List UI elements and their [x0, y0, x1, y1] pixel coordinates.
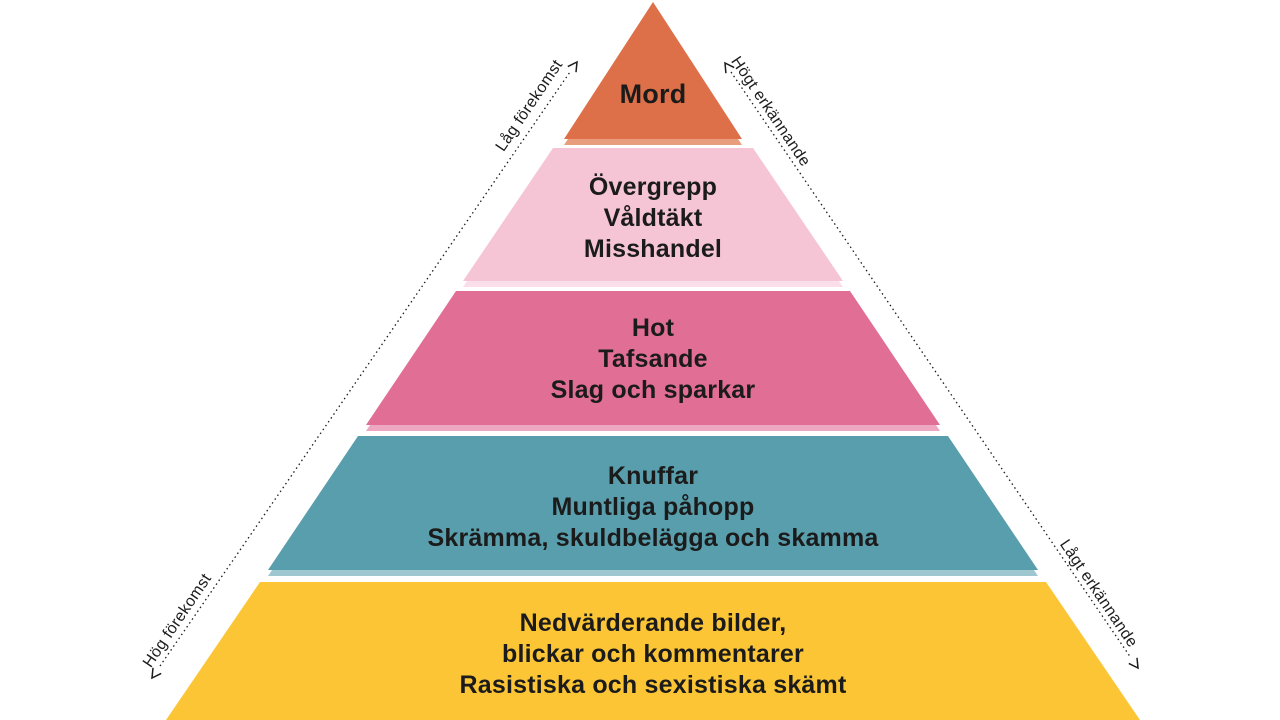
level-1-label: Mord [620, 79, 687, 109]
recognition-axis-down-arrow-icon [1128, 657, 1139, 670]
level-2-label: Övergrepp Våldtäkt Misshandel [584, 172, 722, 265]
level-3-label: Hot Tafsande Slag och sparkar [551, 313, 756, 406]
level-5-line-1: Nedvärderande bilder, [519, 609, 787, 637]
level-5-line-3: Rasistiska och sexistiska skämt [459, 671, 847, 699]
level-1-shape [564, 2, 742, 139]
level-4-label: Knuffar Muntliga påhopp Skrämma, skuldbe… [427, 461, 878, 554]
level-2-shape [463, 148, 843, 281]
frequency-axis-up-arrow-icon [567, 60, 578, 73]
frequency-axis [151, 60, 578, 680]
level-3-line-2: Tafsande [598, 345, 708, 373]
level-5-shape [166, 582, 1140, 720]
recognition-axis-line [730, 71, 1132, 659]
level-2-line-1: Övergrepp [588, 173, 718, 201]
level-4-line-1: Knuffar [607, 462, 699, 490]
level-4-line-3: Skrämma, skuldbelägga och skamma [427, 524, 879, 552]
recognition-axis-up-arrow-icon [724, 61, 735, 74]
level-5-line-2: blickar och kommentarer [502, 640, 804, 668]
level-3-line-1: Hot [631, 314, 675, 342]
level-2-line-3: Misshandel [583, 235, 723, 263]
level-2-line-2: Våldtäkt [603, 204, 703, 232]
level-5-label: Nedvärderande bilder, blickar och kommen… [460, 608, 847, 701]
level-3-line-3: Slag och sparkar [550, 376, 756, 404]
level-4-line-2: Muntliga påhopp [551, 493, 755, 521]
level-1-line-1: Mord [619, 79, 687, 109]
recognition-axis [724, 61, 1139, 670]
frequency-axis-down-arrow-icon [151, 667, 162, 680]
level-3-shape [366, 291, 940, 425]
level-4-shape [268, 436, 1038, 570]
